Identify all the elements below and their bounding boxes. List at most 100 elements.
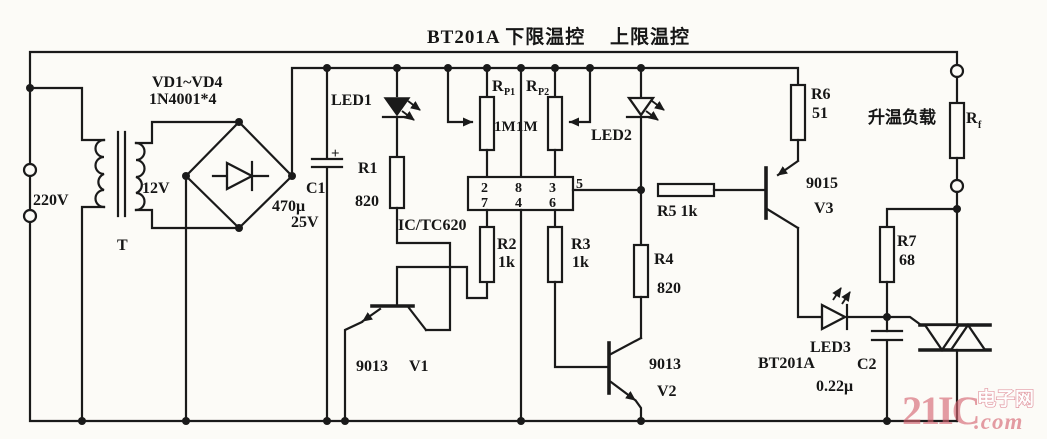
bridge-diode-icon — [225, 161, 255, 191]
bridge-part-label: 1N4001*4 — [149, 91, 217, 108]
capacitor-c2: C2 0.22μ — [816, 315, 904, 423]
v3-part-label: 9015 — [806, 175, 838, 192]
mains-terminal-bottom — [22, 208, 38, 224]
led3-branch: LED3 BT201A — [758, 287, 889, 372]
rp1-body — [478, 95, 496, 152]
watermark: 21IC 电子网 .com — [902, 386, 1035, 434]
ic-body — [466, 175, 575, 212]
rp1-wiper — [446, 66, 474, 127]
title-right: 上限温控 — [610, 25, 690, 48]
primary-coil — [94, 138, 106, 209]
title: BT201A 下限温控 上限温控 — [427, 25, 690, 48]
r3-name-label: R3 — [571, 236, 591, 253]
transistor-v3: 9015 V3 — [764, 138, 838, 319]
ic-pin8: 8 — [515, 181, 522, 196]
c1-polarity: + — [331, 146, 340, 162]
v3-name-label: V3 — [814, 200, 834, 217]
junction-dots — [78, 64, 961, 425]
rp2-name-label: R — [526, 78, 538, 95]
led3-label: LED3 — [810, 339, 851, 356]
ic-pin3: 3 — [549, 181, 556, 196]
transformer-label: T — [117, 237, 128, 254]
secondary-coil — [134, 141, 146, 212]
rf-sub-label: f — [978, 120, 982, 131]
c1-value-label: 470μ — [272, 198, 305, 215]
triac-part-label: BT201A — [758, 355, 815, 372]
mains-voltage-label: 220V — [33, 192, 69, 209]
r5-label: R5 1k — [657, 203, 698, 220]
triac-triangle-left — [922, 323, 962, 353]
power-rails — [28, 50, 959, 423]
pot-rp2: R P2 1M — [516, 66, 592, 179]
load-terminal-bottom — [949, 178, 965, 194]
transistor-v2: 9013 V2 — [607, 336, 681, 423]
r7-value-label: 68 — [899, 252, 915, 269]
rf-name-label: R — [966, 110, 978, 127]
bridge-rectifier: VD1~VD4 1N4001*4 — [149, 74, 296, 423]
led1-branch: LED1 R1 820 — [331, 66, 452, 332]
ic-name-label: IC/TC620 — [398, 217, 466, 234]
rp1-value-label: 1M — [494, 119, 516, 135]
triac-triangle-right — [948, 322, 988, 352]
resistor-r2-branch: R2 1k — [478, 225, 517, 284]
transformer: T 12V — [80, 120, 241, 423]
load-label: 升温负载 — [868, 107, 936, 127]
r1-value-label: 820 — [355, 193, 379, 210]
r2-value-label: 1k — [498, 254, 515, 271]
resistor-r6-branch: R6 51 — [789, 83, 831, 142]
r2-name-label: R2 — [497, 236, 517, 253]
led2-label: LED2 — [591, 127, 632, 144]
transistor-v1: 9013 V1 — [343, 265, 489, 423]
r1-name-label: R1 — [358, 160, 378, 177]
resistor-rf — [948, 101, 966, 160]
load-rf-branch: 升温负载 R f — [868, 63, 982, 327]
led1-label: LED1 — [331, 92, 372, 109]
ic-pin5: 5 — [576, 177, 583, 192]
capacitor-c1: + C1 470μ 25V — [272, 66, 344, 423]
ic-tc620: 2 8 3 5 7 4 6 IC/TC620 — [398, 66, 643, 423]
v2-part-label: 9013 — [649, 356, 681, 373]
c2-value-label: 0.22μ — [816, 378, 853, 395]
load-terminal-top — [949, 63, 965, 79]
led1-icon — [383, 97, 411, 117]
resistor-r7-branch: R7 68 — [878, 207, 959, 319]
mains-input: 220V — [22, 84, 106, 224]
r6-name-label: R6 — [811, 86, 831, 103]
led2-icon — [626, 96, 656, 117]
watermark-site: 电子网 — [977, 387, 1034, 410]
secondary-voltage-label: 12V — [142, 180, 170, 197]
v1-part-label: 9013 — [356, 358, 388, 375]
ic-pin4: 4 — [515, 196, 522, 211]
r4-name-label: R4 — [654, 251, 674, 268]
ic-pin6: 6 — [549, 196, 556, 211]
watermark-tld: .com — [974, 409, 1023, 434]
bridge-name-label: VD1~VD4 — [152, 74, 223, 91]
rp1-sub-label: P1 — [504, 87, 515, 98]
watermark-brand: 21IC — [902, 388, 978, 433]
rp2-value-label: 1M — [516, 119, 538, 135]
rp2-sub-label: P2 — [538, 87, 549, 98]
rp1-name-label: R — [492, 78, 504, 95]
resistor-r7 — [878, 225, 896, 284]
rp2-body — [546, 95, 564, 152]
r3-value-label: 1k — [572, 254, 589, 271]
c2-name-label: C2 — [857, 356, 877, 373]
pot-rp1: R P1 1M — [446, 66, 516, 179]
ic-pin7: 7 — [481, 196, 488, 211]
c1-name-label: C1 — [306, 180, 326, 197]
triac-gate-wire — [885, 315, 923, 327]
resistor-r6 — [789, 83, 807, 142]
r6-value-label: 51 — [812, 105, 828, 122]
r7-name-label: R7 — [897, 233, 917, 250]
resistor-r1 — [388, 155, 406, 210]
resistor-r2 — [478, 225, 496, 284]
led3-icon — [820, 303, 848, 331]
rp2-wiper — [568, 66, 592, 127]
r4-value-label: 820 — [657, 280, 681, 297]
resistor-r4 — [632, 243, 650, 299]
title-left: BT201A 下限温控 — [427, 25, 585, 48]
mains-terminal-top — [22, 162, 38, 178]
resistor-r3 — [546, 225, 564, 284]
